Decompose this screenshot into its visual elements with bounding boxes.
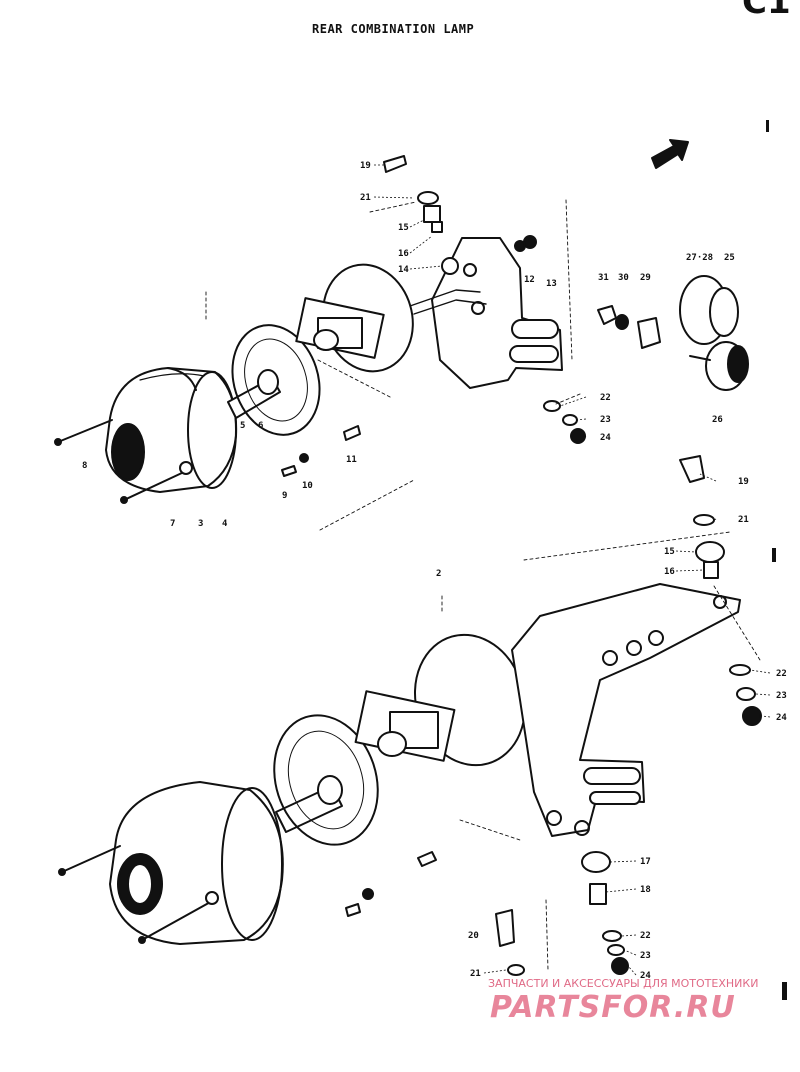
upper-lamp-bulbs: [597, 275, 749, 391]
label-15-top: 15: [398, 223, 409, 233]
label-12: 12: [524, 275, 535, 285]
label-16-top: 16: [398, 249, 409, 259]
edge-mark-a: [766, 120, 769, 132]
label-2: 2: [436, 569, 441, 579]
label-13: 13: [546, 279, 557, 289]
label-15-mid: 15: [664, 547, 675, 557]
label-8-a: 8: [82, 461, 87, 471]
label-26: 26: [712, 415, 723, 425]
lower-long-screw-b: [141, 899, 215, 941]
label-10: 10: [302, 481, 313, 491]
lower-bulb-socket: [275, 775, 343, 833]
upper-lens-housing: [105, 367, 238, 493]
label-9: 9: [282, 491, 287, 501]
label-14: 14: [398, 265, 409, 275]
lower-fasteners: [205, 455, 762, 976]
upper-long-screw-a: [57, 419, 113, 443]
watermark-tagline: ЗАПЧАСТИ И АКСЕССУАРЫ ДЛЯ МОТОТЕХНИКИ: [488, 977, 759, 990]
label-18: 18: [640, 885, 651, 895]
lower-base-plate: [354, 633, 527, 767]
label-11: 11: [346, 455, 357, 465]
edge-mark-c: [782, 982, 787, 1000]
label-24-mid: 24: [776, 713, 787, 723]
upper-long-screw-b: [123, 471, 185, 501]
page-code: C1: [742, 0, 791, 22]
upper-bracket: [409, 237, 563, 389]
direction-arrow-icon: [651, 139, 689, 169]
label-21-mid: 21: [738, 515, 749, 525]
upper-base-plate: [295, 263, 414, 373]
label-24-top: 24: [600, 433, 611, 443]
label-24-bottom: 24: [640, 971, 651, 981]
label-19-top: 19: [360, 161, 371, 171]
label-3: 3: [198, 519, 203, 529]
edge-mark-b: [772, 548, 776, 562]
label-7: 7: [170, 519, 175, 529]
label-22-bottom: 22: [640, 931, 651, 941]
label-17: 17: [640, 857, 651, 867]
label-23-bottom: 23: [640, 951, 651, 961]
upper-bulb-socket: [227, 369, 281, 419]
label-22-top: 22: [600, 393, 611, 403]
label-29: 29: [640, 273, 651, 283]
label-4: 4: [222, 519, 228, 529]
label-16-mid: 16: [664, 567, 675, 577]
label-31: 31: [598, 273, 609, 283]
label-19-mid: 19: [738, 477, 749, 487]
lower-long-screw-a: [61, 845, 121, 873]
label-6: 6: [258, 421, 263, 431]
watermark-logo: PARTSFOR.RU: [490, 990, 736, 1025]
label-21-top: 21: [360, 193, 371, 203]
label-5: 5: [240, 421, 245, 431]
label-23-mid: 23: [776, 691, 787, 701]
lower-bracket: [511, 583, 741, 837]
label-21-bottom: 21: [470, 969, 481, 979]
label-22-mid: 22: [776, 669, 787, 679]
label-23-top: 23: [600, 415, 611, 425]
page-title: REAR COMBINATION LAMP: [312, 22, 475, 36]
label-20: 20: [468, 931, 479, 941]
lower-lens-housing: [109, 781, 284, 945]
label-27-28: 27·28: [686, 253, 713, 263]
label-30: 30: [618, 273, 629, 283]
upper-gasket: [231, 324, 321, 436]
lower-gasket: [273, 714, 379, 846]
label-25: 25: [724, 253, 735, 263]
